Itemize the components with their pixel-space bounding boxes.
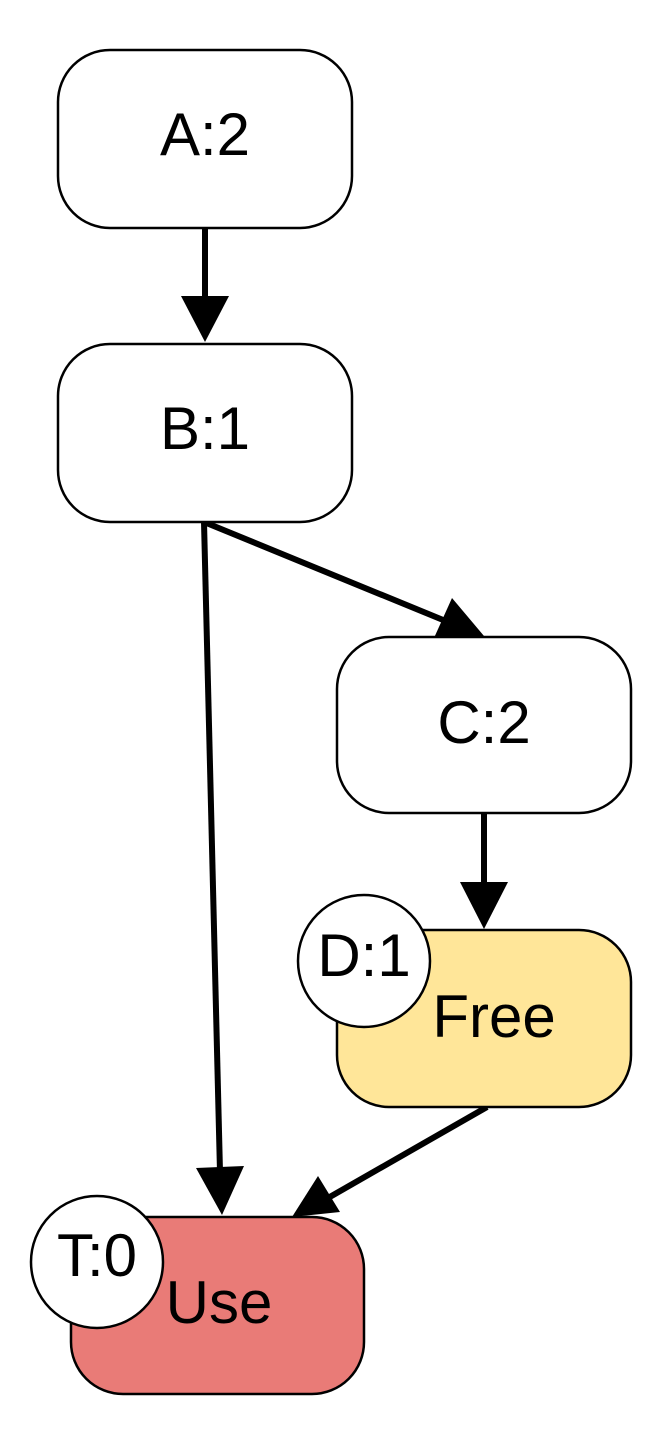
edge-b-to-t — [201, 521, 223, 1173]
node-a: A:2 — [56, 48, 354, 230]
node-d-label: Free — [432, 983, 555, 1050]
node-c-label: C:2 — [437, 689, 530, 756]
node-b-label: B:1 — [160, 395, 250, 462]
node-a-label: A:2 — [160, 101, 250, 168]
arrowhead-b-to-t — [196, 1166, 244, 1215]
arrowhead-b-to-c — [434, 598, 484, 638]
edge-b-to-c — [202, 519, 450, 625]
node-t-badge-label: T:0 — [57, 1222, 137, 1289]
arrowhead-c-to-d — [460, 882, 508, 929]
node-b: B:1 — [56, 342, 354, 524]
node-d-badge-label: D:1 — [317, 922, 410, 989]
node-t: Use T:0 — [29, 1194, 366, 1396]
arrowhead-d-to-t — [292, 1176, 340, 1217]
node-c: C:2 — [335, 635, 633, 815]
node-t-badge — [29, 1194, 165, 1330]
node-t-label: Use — [166, 1269, 273, 1336]
node-d-badge — [296, 893, 432, 1029]
arrowhead-a-to-b — [181, 296, 229, 342]
node-d: Free D:1 — [296, 893, 633, 1109]
edge-d-to-t — [326, 1104, 489, 1201]
